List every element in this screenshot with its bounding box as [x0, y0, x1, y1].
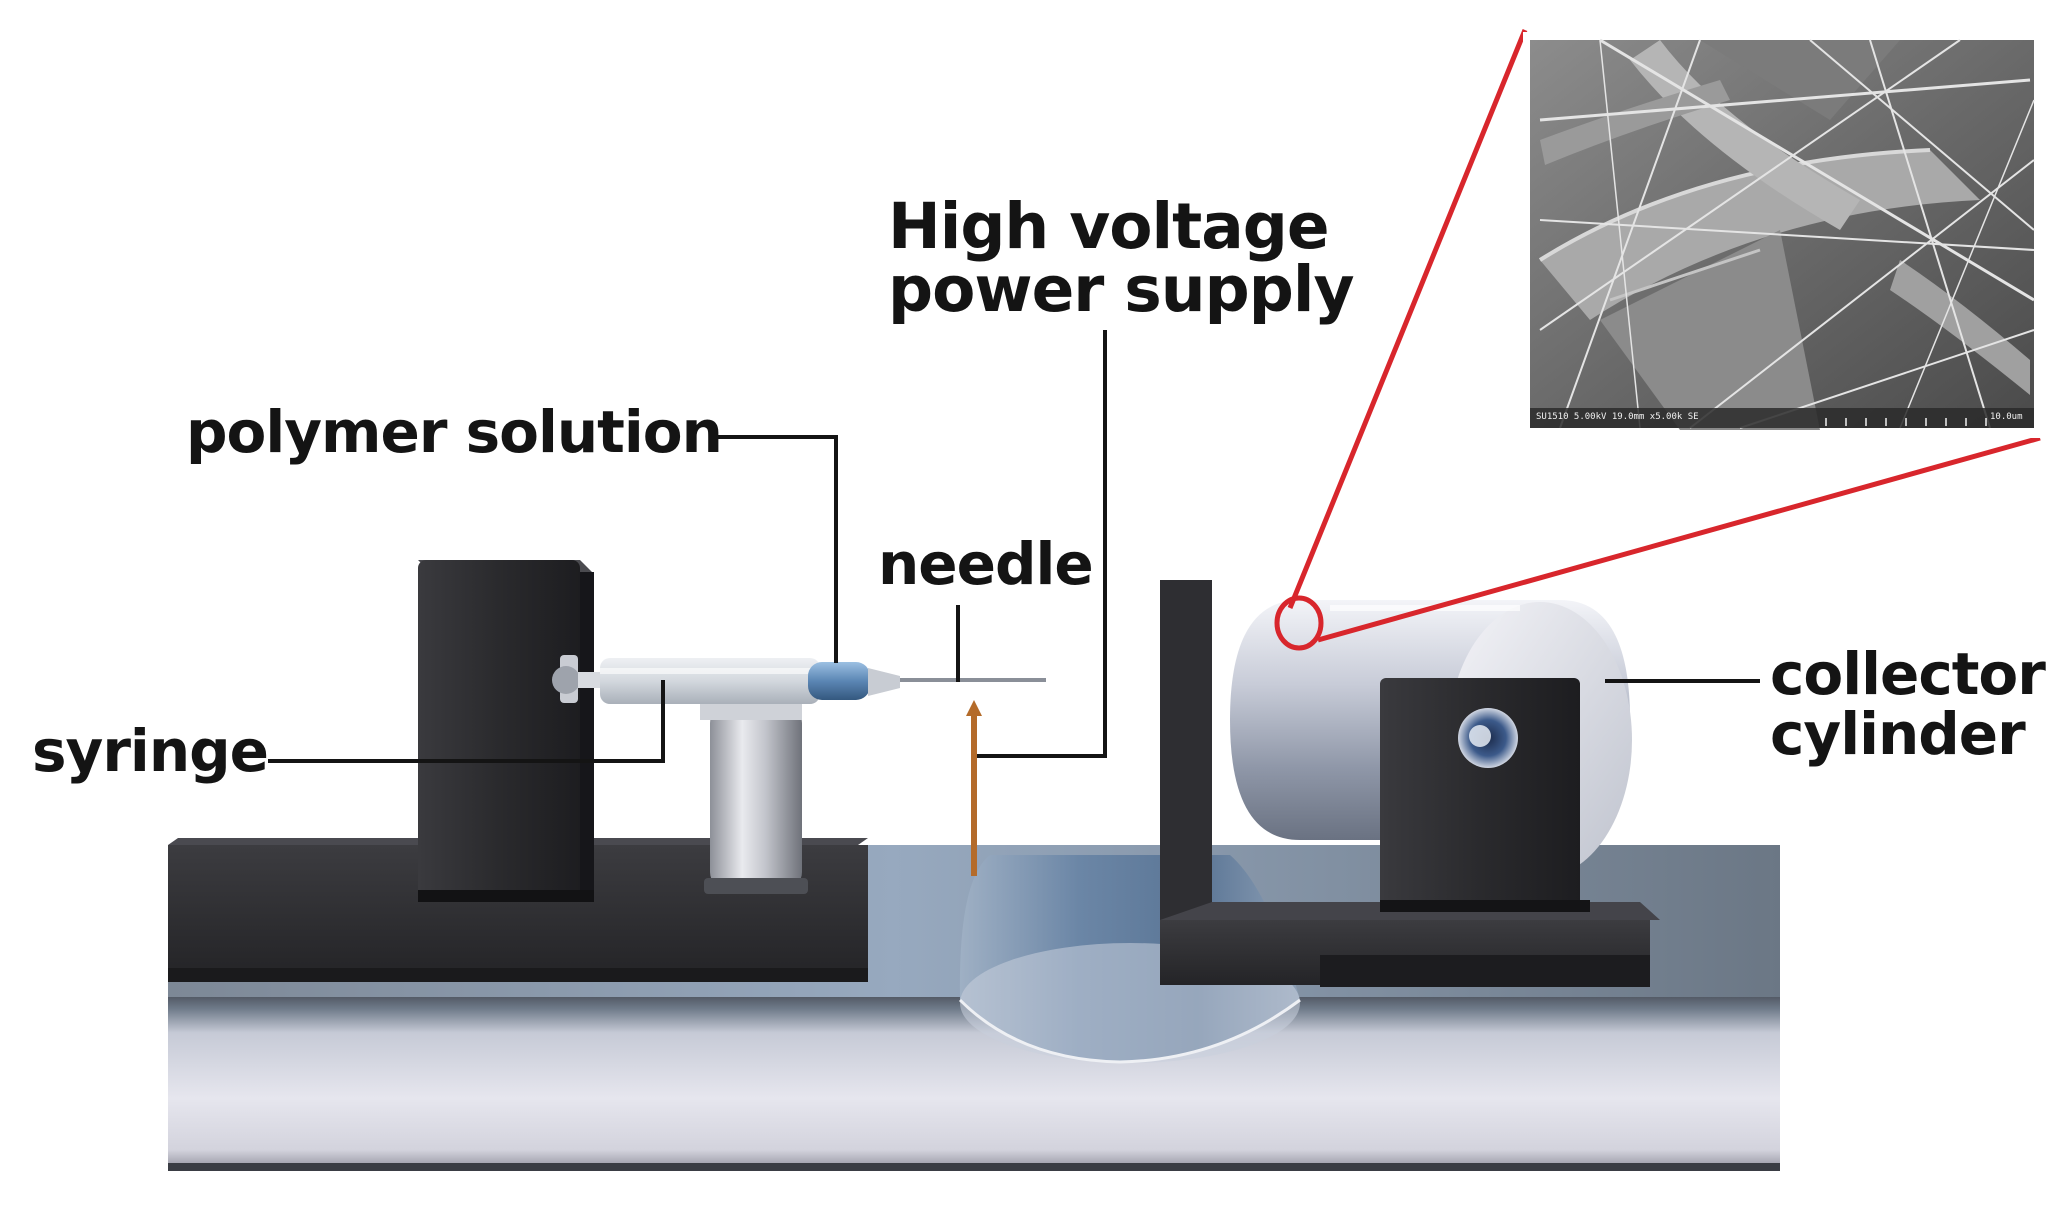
sem-fibers	[1538, 40, 2030, 430]
sem-info-bar	[1530, 408, 2034, 428]
plunger-knob	[552, 666, 580, 694]
label-collector-line1: collector	[1770, 640, 2046, 708]
syringe	[552, 655, 1046, 704]
label-syringe: syringe	[32, 717, 269, 785]
label-high-voltage-line1: High voltage	[888, 190, 1330, 263]
sem-thin-fibers	[1539, 38, 2035, 429]
callout-circle	[1274, 595, 1324, 651]
polymer-solution-leader	[710, 435, 838, 663]
syringe-support-stand	[700, 678, 808, 894]
syringe-pump-block	[418, 560, 594, 902]
polymer-solution-fill	[808, 662, 870, 700]
collector-bracket	[1380, 678, 1590, 912]
leader-lines	[268, 330, 1760, 763]
label-polymer-solution: polymer solution	[186, 398, 723, 466]
high-voltage-leader	[977, 330, 1107, 758]
sem-info-text: SU1510 5.00kV 19.0mm x5.00k SE	[1536, 412, 1699, 422]
ground-electrode-wire	[966, 700, 982, 876]
syringe-barrel	[600, 658, 820, 704]
callout-line-upper	[1287, 29, 1528, 609]
syringe-leader	[268, 680, 665, 763]
label-collector-line2: cylinder	[1770, 700, 2026, 768]
label-high-voltage-line2: power supply	[888, 253, 1355, 326]
callout-line-lower	[1317, 435, 2041, 643]
needle-shaft	[900, 678, 1046, 682]
sem-scale-label: 10.0um	[1990, 412, 2023, 422]
sem-scale-ticks	[1825, 418, 1987, 426]
rail-bottom-edge	[168, 1163, 1780, 1171]
syringe-hub	[868, 668, 900, 696]
sem-image-inset	[1523, 32, 2041, 438]
label-needle: needle	[878, 530, 1094, 598]
sem-callout	[1274, 29, 2041, 651]
